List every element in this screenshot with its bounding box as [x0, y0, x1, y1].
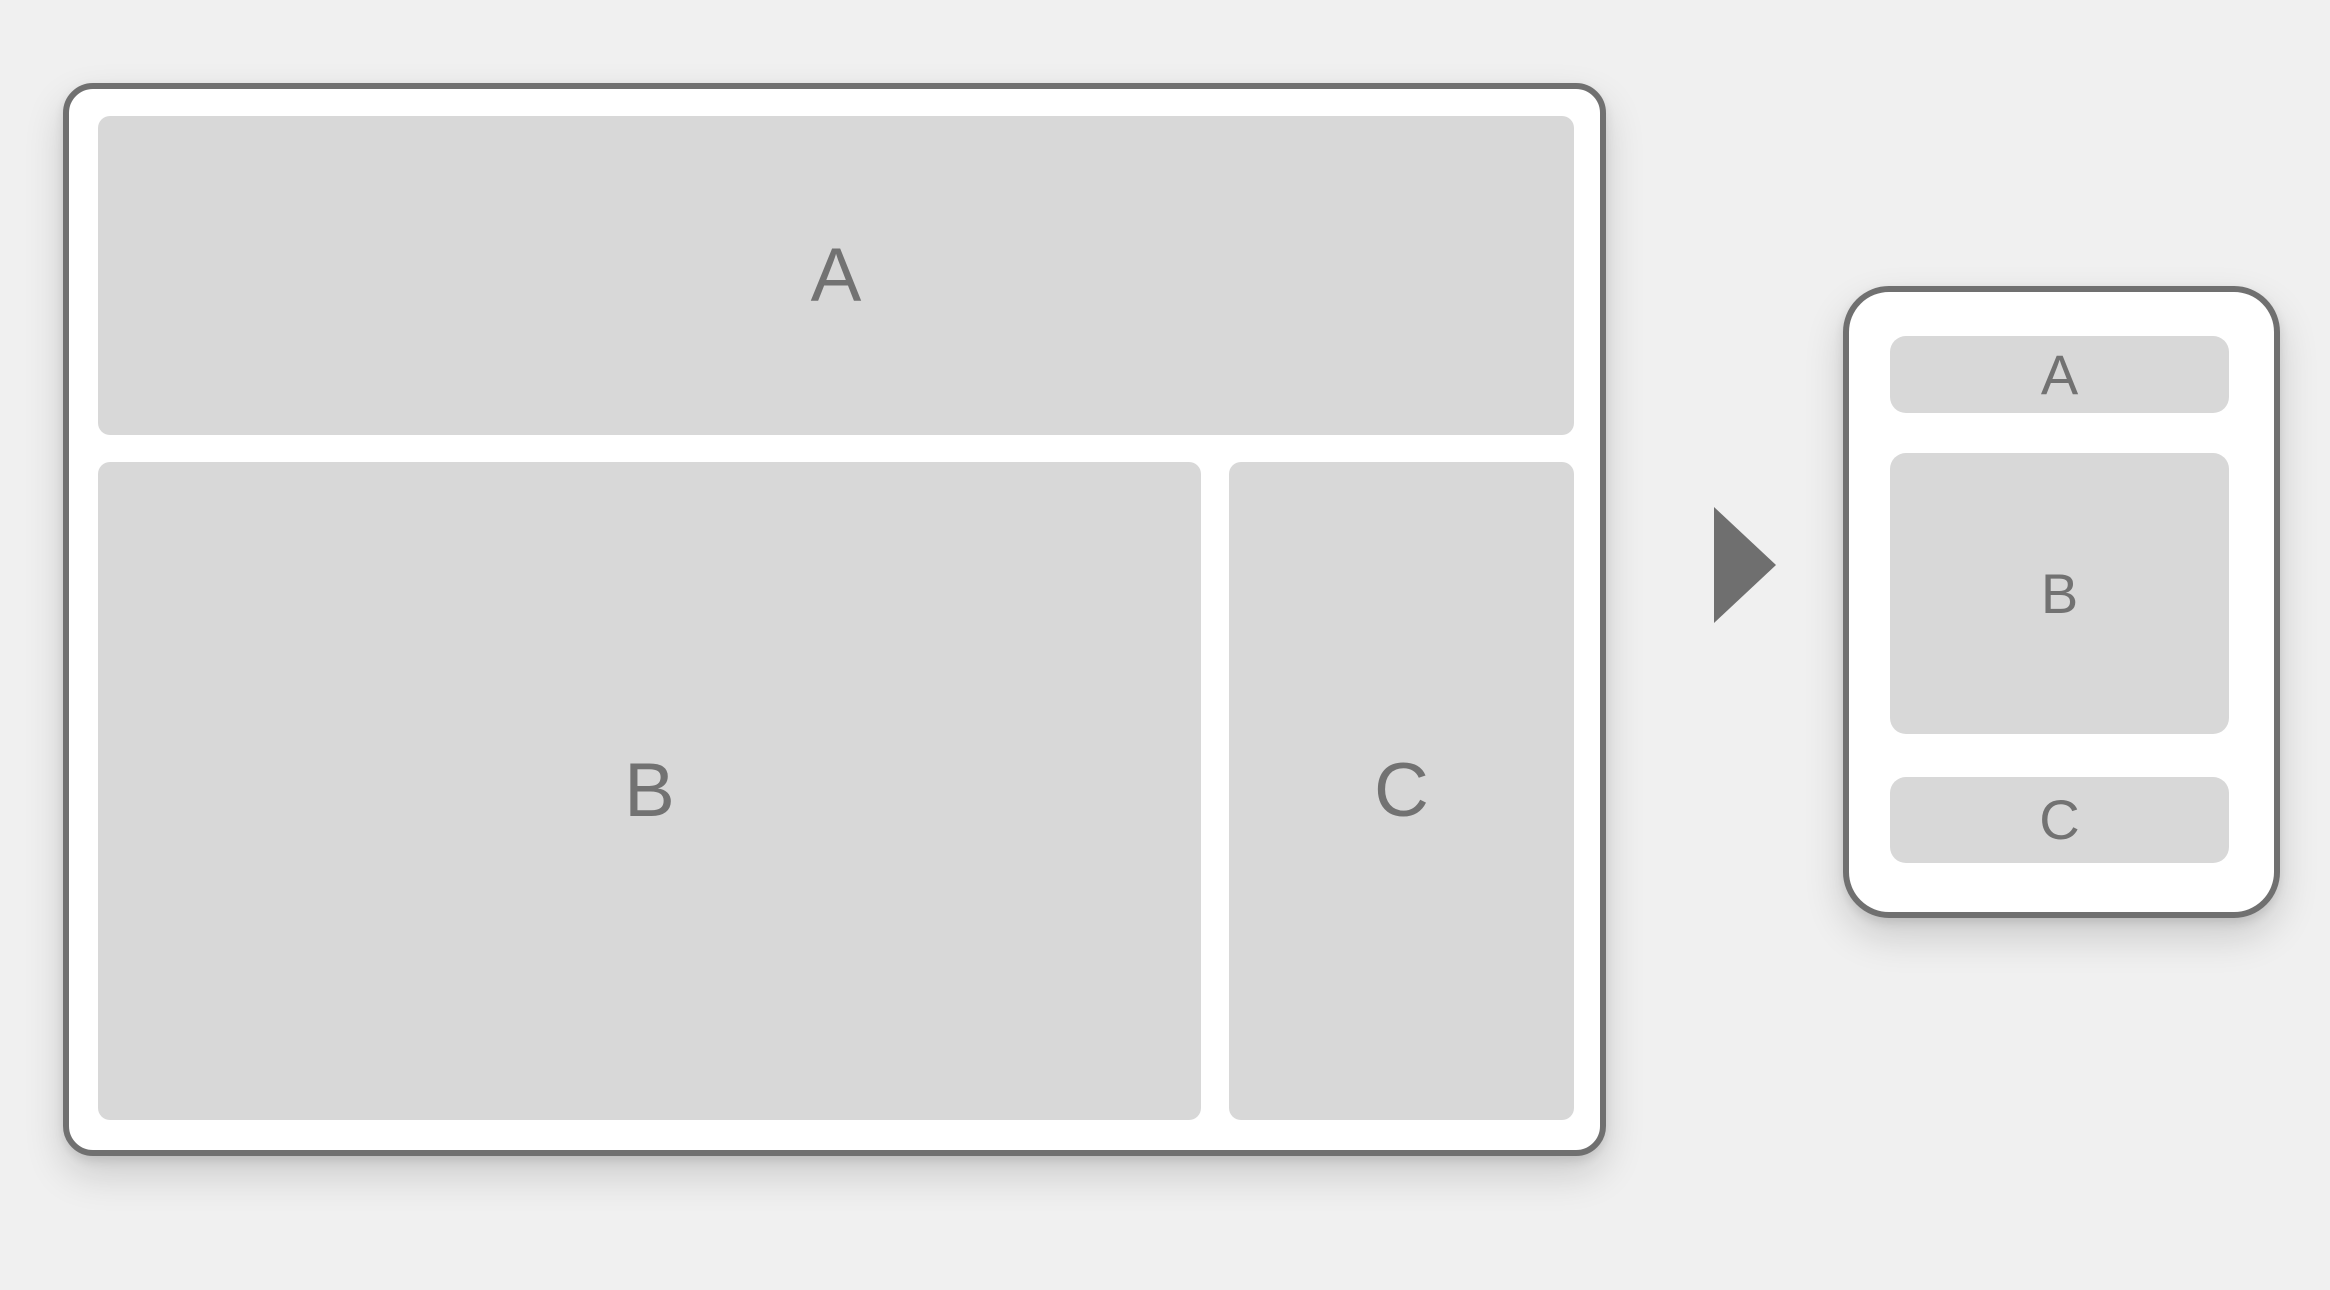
mobile-region-a: A — [1890, 336, 2229, 413]
mobile-region-a-label: A — [2040, 342, 2079, 406]
desktop-layout-frame: A B C — [63, 83, 1606, 1156]
desktop-region-c: C — [1229, 462, 1574, 1120]
desktop-region-c-label: C — [1374, 748, 1429, 833]
desktop-region-b-label: B — [624, 748, 675, 833]
desktop-region-b: B — [98, 462, 1201, 1120]
mobile-region-c-label: C — [2039, 788, 2080, 851]
mobile-region-b: B — [1890, 453, 2229, 734]
mobile-region-b-label: B — [2040, 561, 2079, 625]
desktop-region-a: A — [98, 116, 1574, 435]
triangle-right-icon — [1714, 507, 1776, 623]
desktop-region-a-label: A — [810, 232, 862, 318]
mobile-layout-frame: A B C — [1843, 286, 2280, 918]
mobile-region-c: C — [1890, 777, 2229, 863]
